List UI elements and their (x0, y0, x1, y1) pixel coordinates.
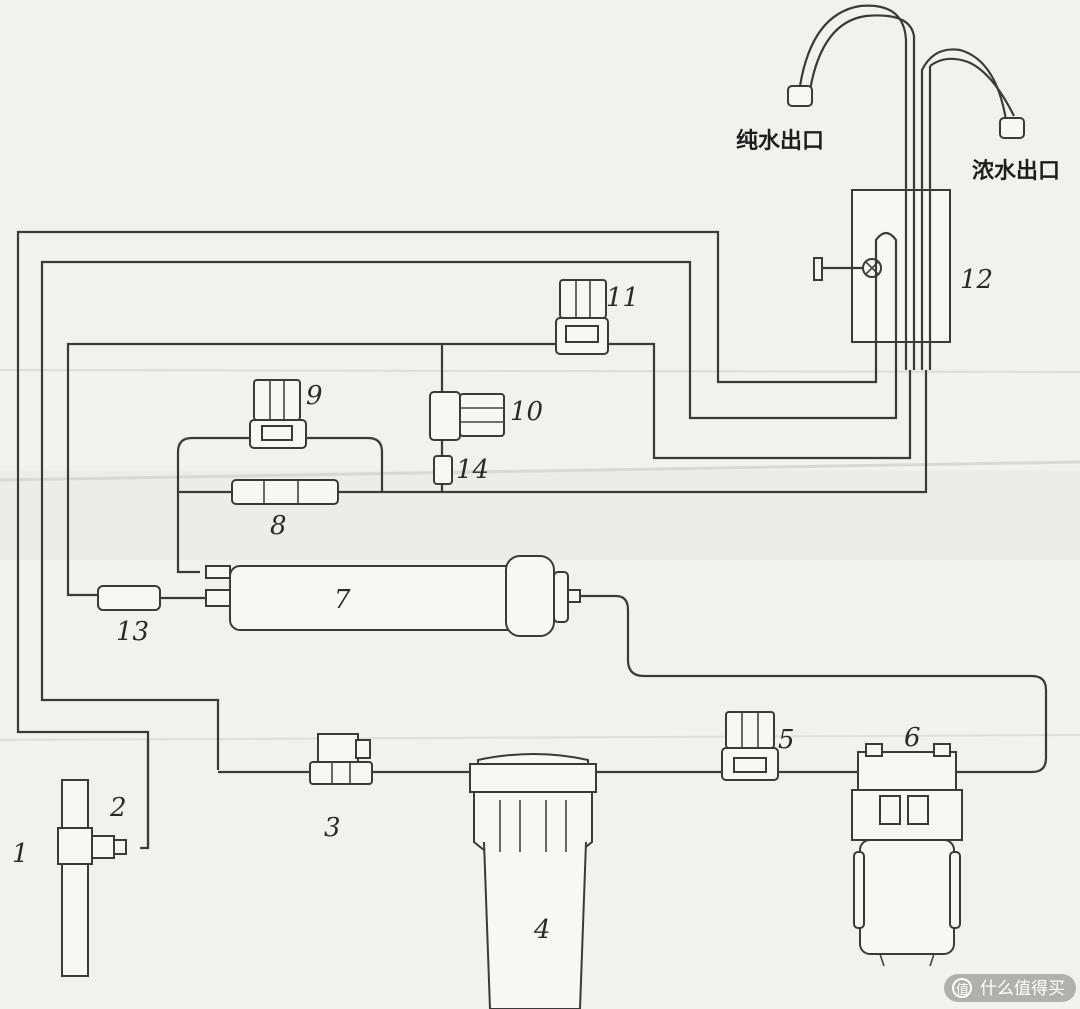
waste-water-outlet-label: 浓水出口 (972, 159, 1060, 184)
component-11-solenoid-valve (555, 279, 609, 355)
component-10-waste-valve (429, 391, 505, 441)
number-6: 6 (904, 723, 921, 753)
component-4-prefilter-housing (469, 753, 597, 1009)
component-numbers: 1 2 3 4 5 6 7 8 9 10 11 12 13 14 (12, 265, 993, 945)
component-1-inlet-tee (57, 779, 127, 977)
component-5-inlet-solenoid (721, 711, 779, 781)
svg-text:值: 值 (956, 982, 969, 998)
component-9-solenoid-valve (249, 379, 307, 449)
zhi-logo-icon: 值 (952, 978, 972, 998)
component-7-ro-membrane (205, 555, 581, 637)
watermark: 值 什么值得买 (944, 974, 1076, 1002)
number-2: 2 (109, 793, 127, 823)
number-4: 4 (533, 915, 551, 945)
pipe-network (16, 230, 1048, 850)
number-14: 14 (456, 455, 489, 485)
number-8: 8 (270, 511, 287, 541)
number-1: 1 (12, 839, 29, 869)
component-12-faucet-panel (813, 60, 951, 370)
component-13-inline-filter (97, 585, 161, 611)
outlet-hoses (787, 4, 1025, 139)
number-11: 11 (606, 283, 639, 313)
number-5: 5 (778, 725, 795, 755)
number-12: 12 (960, 265, 993, 295)
number-3: 3 (324, 813, 341, 843)
component-14-check-valve (433, 455, 453, 485)
component-3-valve (309, 733, 373, 785)
number-9: 9 (306, 381, 323, 411)
component-6-booster-pump (851, 743, 963, 967)
number-7: 7 (334, 585, 351, 615)
component-8-post-filter (231, 479, 339, 505)
number-10: 10 (510, 397, 543, 427)
number-13: 13 (116, 617, 149, 647)
watermark-text: 什么值得买 (980, 979, 1065, 999)
pure-water-outlet-label: 纯水出口 (736, 128, 824, 154)
